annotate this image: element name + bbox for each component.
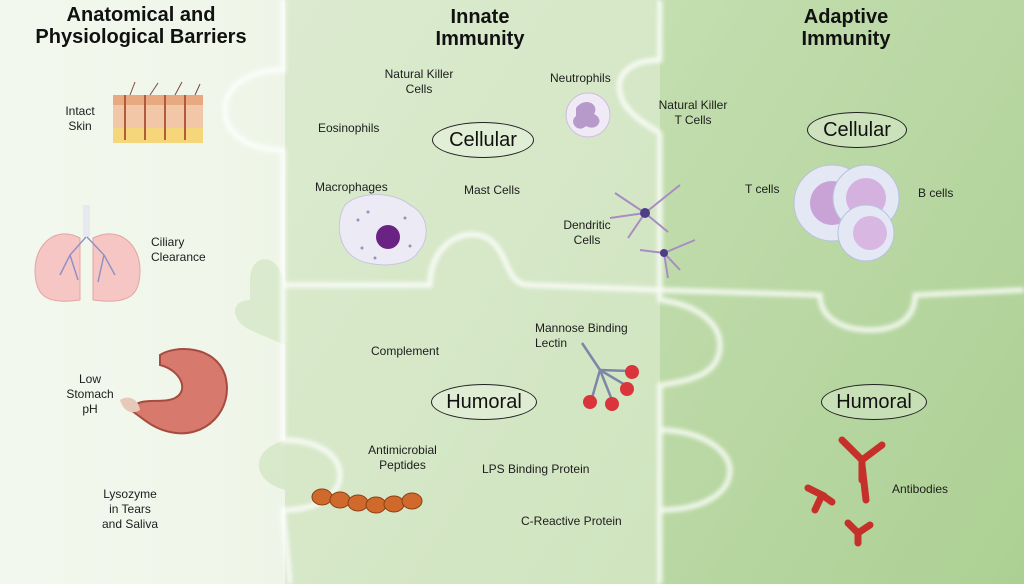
label-nk-cells: Natural Killer Cells [384,67,454,96]
label-lysozyme: Lysozyme in Tears and Saliva [101,487,159,531]
skin-illustration [113,81,203,143]
label-eosinophils: Eosinophils [318,121,380,135]
label-low-stomach-ph: Low Stomach pH [66,372,114,416]
dendritic-illustration [609,184,696,279]
label-antibodies: Antibodies [892,482,949,496]
antibodies-illustration [804,436,886,547]
adaptive-cellular-oval: Cellular [807,112,907,148]
macrophage-illustration [338,194,427,266]
adaptive-humoral-oval: Humoral [821,384,927,420]
innate-title: Innate Immunity [435,6,525,50]
mannose-lectin-illustration [580,342,639,411]
barriers-title: Anatomical and Physiological Barriers [35,4,247,48]
innate-humoral-oval: Humoral [431,384,537,420]
puzzle-seams [222,0,1024,584]
label-mannose-binding-lectin: Mannose Binding Lectin [535,321,628,350]
stomach-illustration [120,348,228,435]
label-ciliary-clearance: Ciliary Clearance [151,235,206,264]
innate-cellular-oval: Cellular [432,122,534,158]
antimicrobial-peptide-illustration [311,488,423,514]
label-neutrophils: Neutrophils [550,71,611,85]
label-complement: Complement [371,344,440,358]
label-lps-binding-protein: LPS Binding Protein [482,462,590,476]
label-antimicrobial-peptides: Antimicrobial Peptides [368,443,437,472]
adaptive-title: Adaptive Immunity [801,6,891,50]
lungs-illustration [34,205,141,302]
label-intact-skin: Intact Skin [65,104,95,133]
label-t-cells: T cells [745,182,780,196]
label-macrophages: Macrophages [315,180,388,194]
lymphocyte-cluster-illustration [793,164,900,262]
label-c-reactive-protein: C-Reactive Protein [521,514,622,528]
label-mast-cells: Mast Cells [464,183,521,197]
neutrophil-illustration [565,92,611,138]
label-nk-t-cells: Natural Killer T Cells [658,98,728,127]
label-b-cells: B cells [918,186,954,200]
label-dendritic-cells: Dendritic Cells [563,218,611,247]
